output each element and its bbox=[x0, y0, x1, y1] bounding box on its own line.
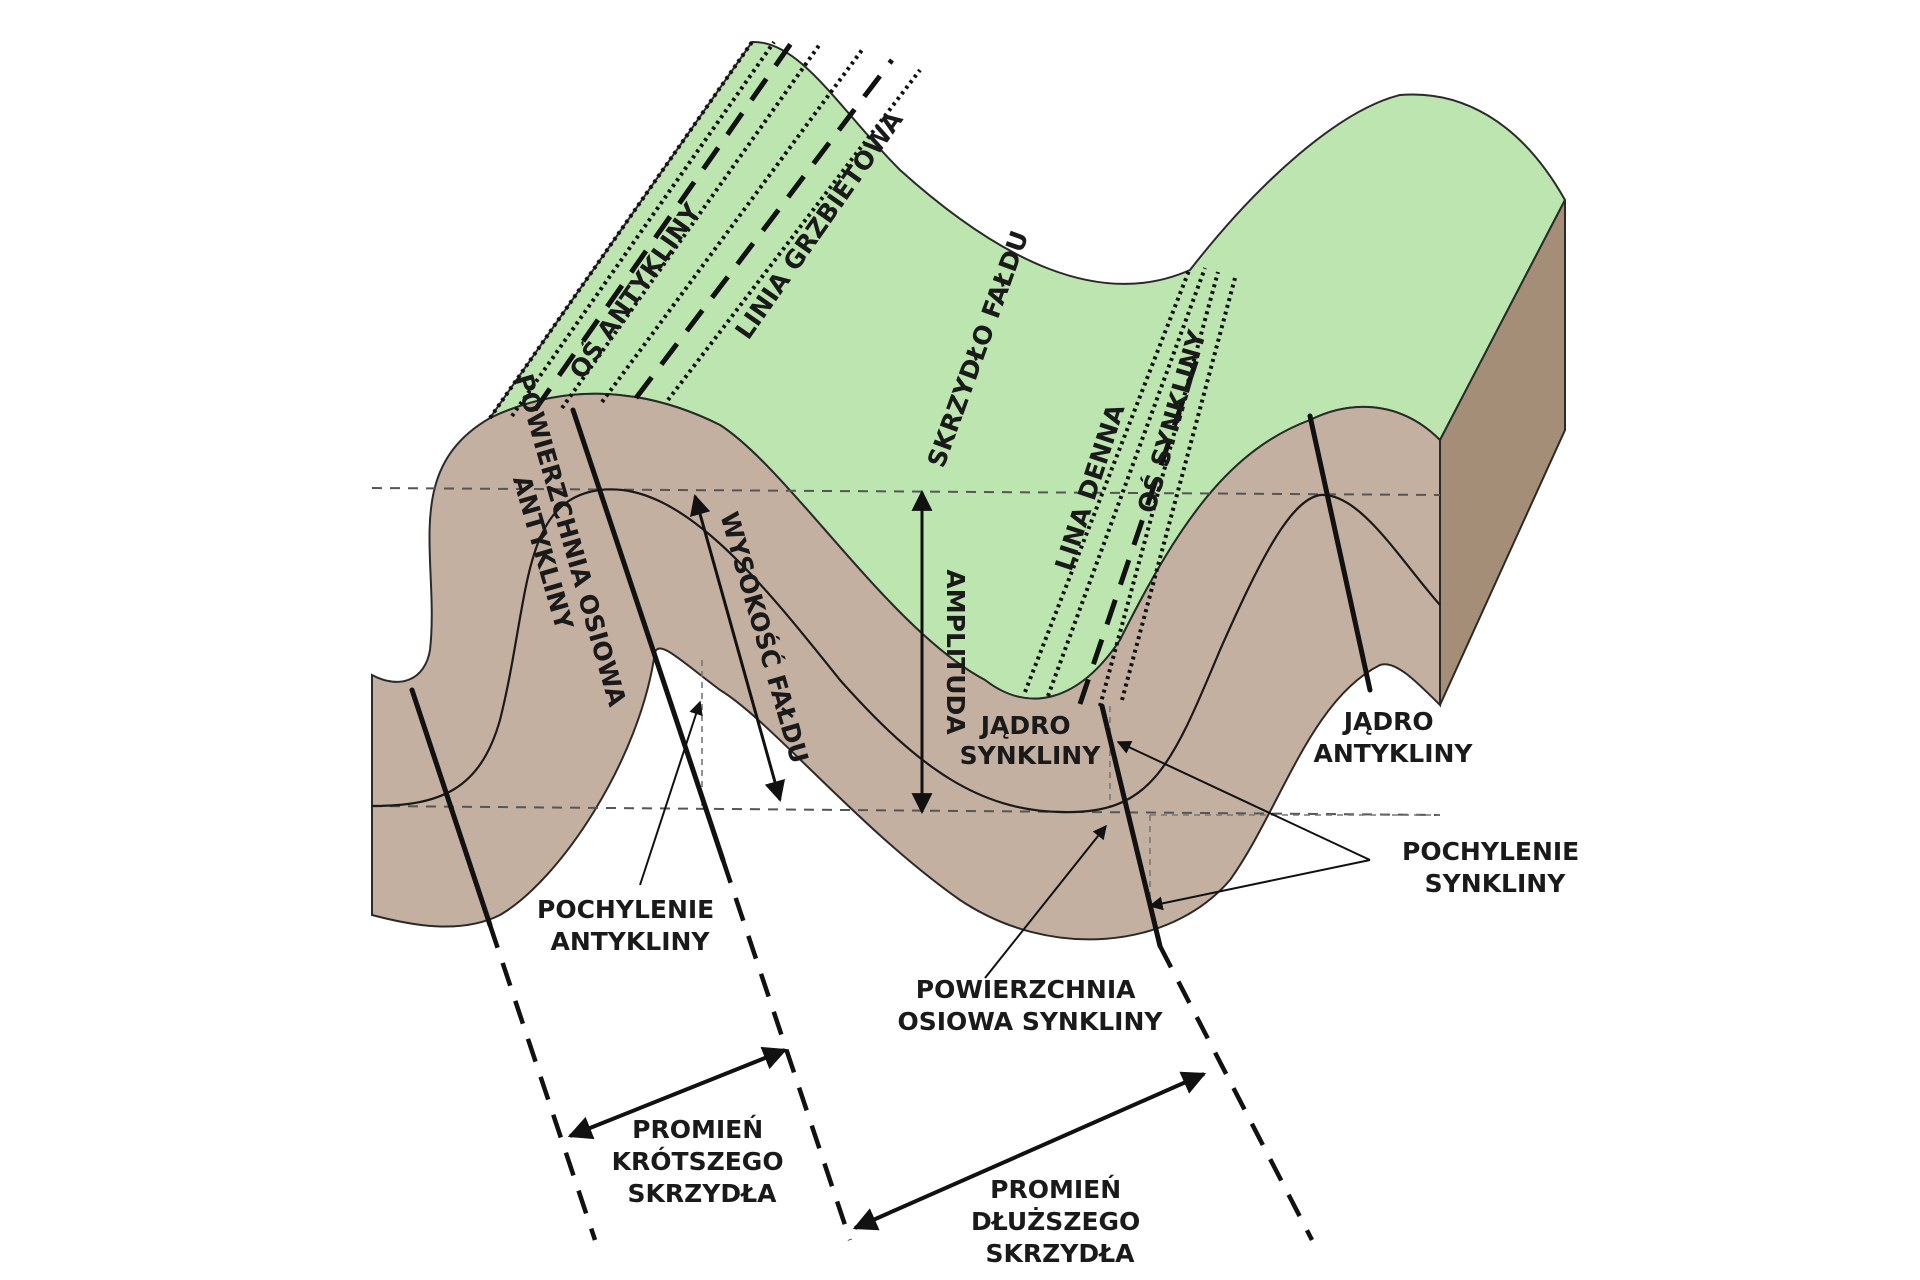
promien-dluzszego-arrow bbox=[852, 1071, 1207, 1231]
lina-denna-dotted-2 bbox=[1120, 277, 1237, 701]
pochylenie-antykliny-label: POCHYLENIE ANTYKLINY bbox=[537, 895, 723, 956]
linia-grzbietowa-dotted-1 bbox=[560, 42, 822, 410]
vertical-guide-right bbox=[1149, 814, 1440, 900]
os-antykliny-dotted-2 bbox=[510, 40, 776, 418]
pochylenie-synkliny-leader-1 bbox=[1116, 741, 1371, 861]
pochylenie-antykliny-leader bbox=[639, 700, 703, 886]
jadro-antykliny-label: JĄDRO ANTYKLINY bbox=[1313, 707, 1473, 768]
promien-dluzszego-label: PROMIEŃ DŁUŻSZEGO SKRZYDŁA bbox=[971, 1175, 1149, 1268]
promien-krotszego-label: PROMIEŃ KRÓTSZEGO SKRZYDŁA bbox=[612, 1115, 793, 1208]
amplituda-label: AMPLITUDA bbox=[941, 569, 970, 735]
lina-denna-dotted-1 bbox=[1098, 271, 1220, 707]
jadro-synkliny-label: JĄDRO SYNKLINY bbox=[960, 711, 1102, 770]
axial-surface-left bbox=[409, 687, 493, 928]
pochylenie-synkliny-label: POCHYLENIE SYNKLINY bbox=[1402, 837, 1588, 898]
os-synkliny-dashed bbox=[1077, 349, 1203, 705]
linia-grzbietowa-dashed bbox=[634, 58, 894, 400]
powierzchnia-osiowa-synkliny-label: POWIERZCHNIA OSIOWA SYNKLINY bbox=[898, 975, 1164, 1036]
powierzchnia-osiowa-synkliny-leader bbox=[984, 824, 1107, 979]
pochylenie-synkliny-leader-2 bbox=[1148, 859, 1371, 911]
axial-surface-right bbox=[1307, 413, 1373, 693]
os-antykliny-dashed bbox=[532, 40, 795, 412]
trough-guide-line bbox=[371, 805, 1441, 816]
linia-grzbietowa-dotted-2 bbox=[600, 48, 864, 404]
fold-cross-section bbox=[371, 392, 1441, 941]
promien-krotszego-arrow bbox=[567, 1046, 788, 1140]
crest-guide-line bbox=[371, 487, 1441, 496]
wysokosc-faldu-arrow bbox=[689, 493, 786, 803]
os-synkliny-dotted-1 bbox=[1023, 267, 1192, 693]
os-synkliny-dotted-2 bbox=[1046, 267, 1207, 697]
axial-ext-left bbox=[487, 924, 598, 1241]
axial-ext-synkliny bbox=[1158, 944, 1314, 1242]
